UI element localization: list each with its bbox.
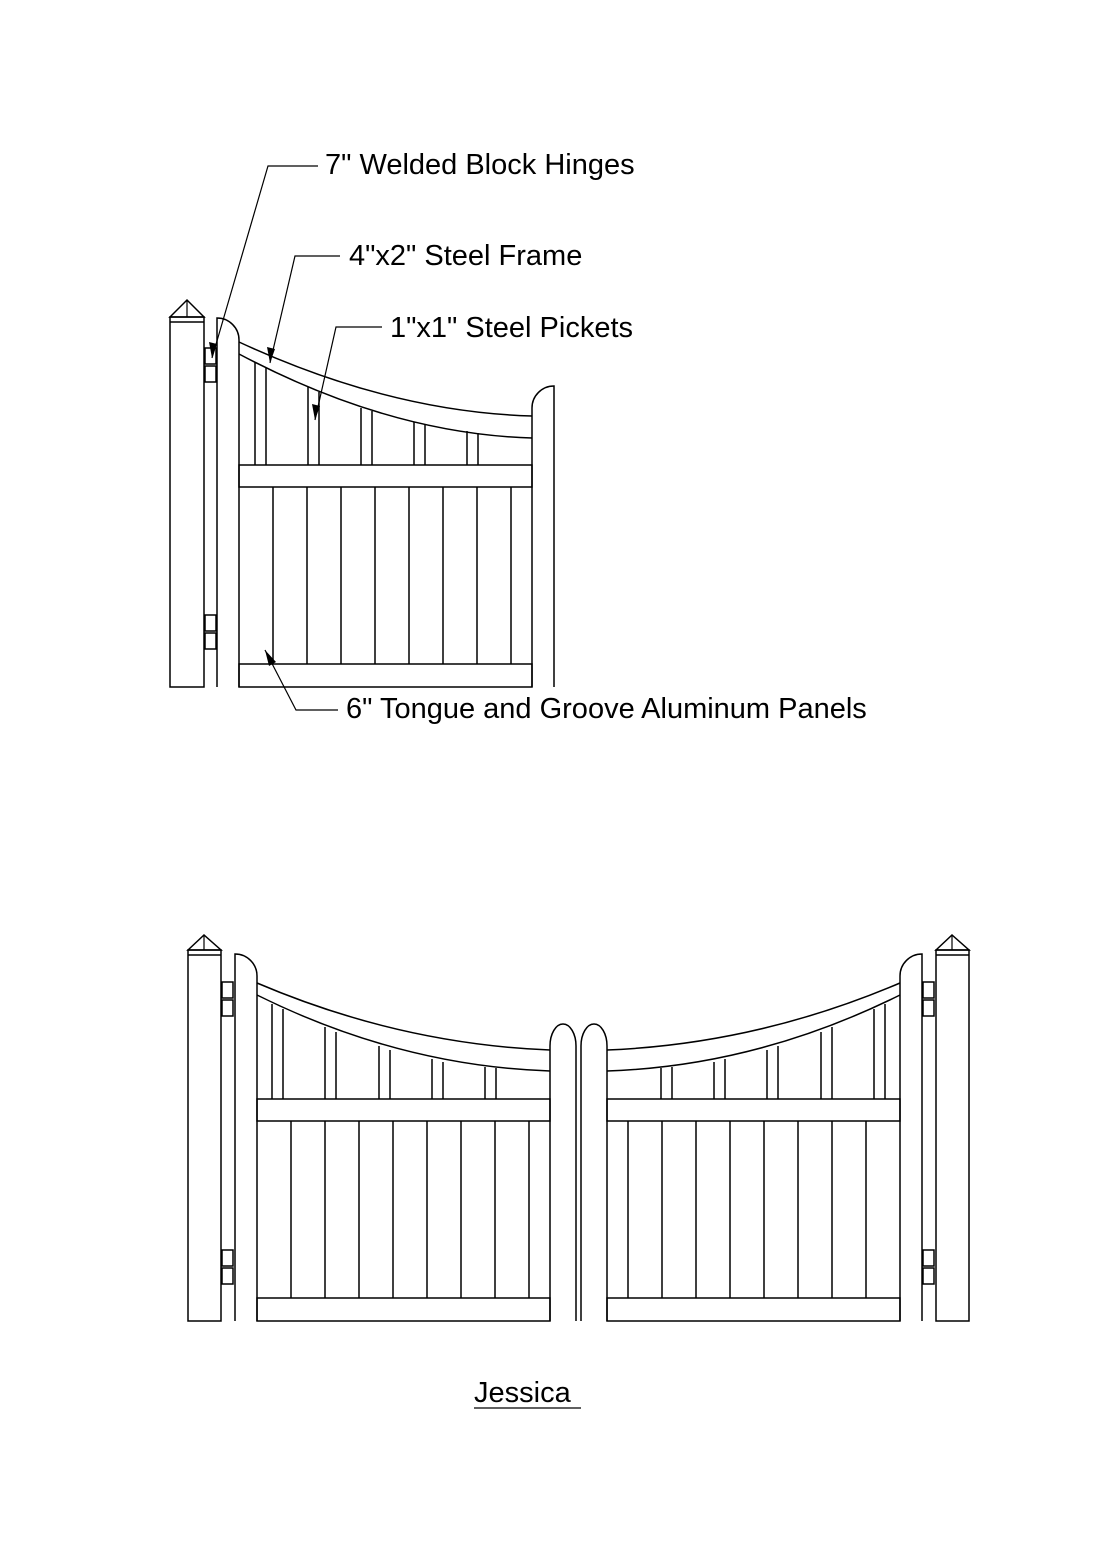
hinge-post bbox=[168, 298, 206, 688]
latch-stile bbox=[531, 385, 555, 687]
aluminum-panels bbox=[272, 487, 512, 664]
mid-rail bbox=[238, 464, 533, 488]
leader-panels bbox=[264, 649, 338, 711]
double-gate bbox=[186, 933, 971, 1322]
right-hinge-blocks bbox=[922, 981, 935, 1285]
single-gate: 7" Welded Block Hinges 4"x2" Steel Frame… bbox=[168, 149, 867, 725]
label-frame: 4"x2" Steel Frame bbox=[349, 240, 582, 272]
leader-hinges bbox=[209, 165, 318, 359]
right-post bbox=[934, 933, 971, 1322]
hinge-stile bbox=[216, 317, 240, 687]
label-panels: 6" Tongue and Groove Aluminum Panels bbox=[346, 693, 867, 725]
pickets bbox=[254, 362, 479, 465]
label-pickets: 1"x1" Steel Pickets bbox=[390, 312, 633, 344]
left-post bbox=[186, 933, 223, 1322]
design-title: Jessica bbox=[474, 1377, 572, 1409]
hinge-blocks bbox=[204, 347, 217, 650]
top-rail bbox=[238, 341, 533, 417]
leader-pickets bbox=[312, 326, 382, 421]
leader-frame bbox=[267, 255, 340, 364]
left-leaf bbox=[234, 953, 577, 1322]
left-hinge-blocks bbox=[221, 981, 234, 1285]
right-leaf bbox=[580, 953, 923, 1322]
label-hinges: 7" Welded Block Hinges bbox=[325, 149, 635, 181]
bottom-rail bbox=[238, 663, 533, 688]
